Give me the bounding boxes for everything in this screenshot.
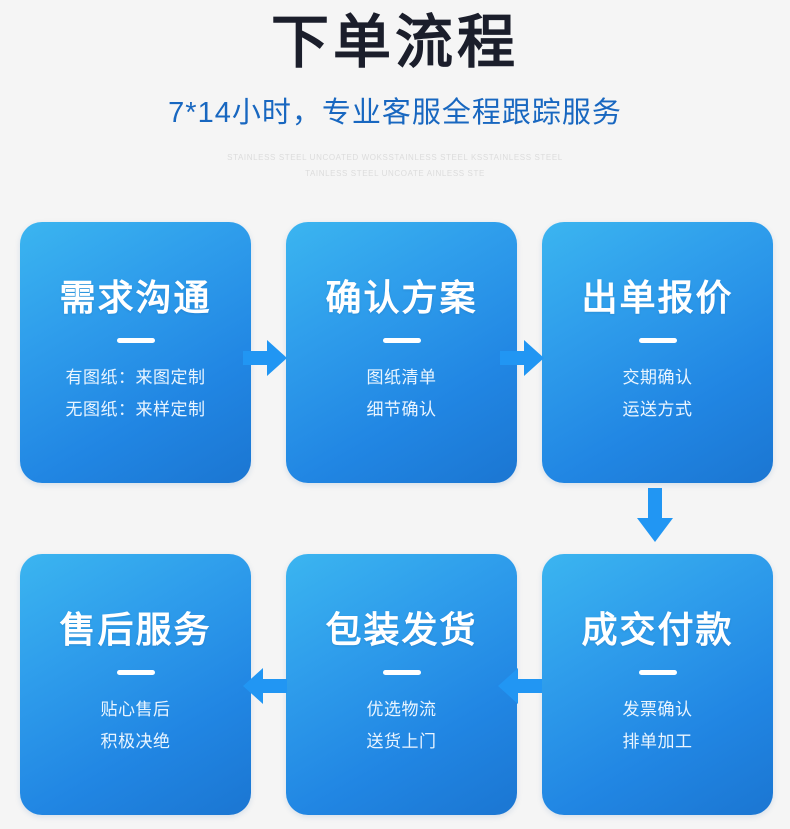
step-divider bbox=[382, 669, 421, 675]
step-detail: 无图纸：来样定制 bbox=[65, 399, 206, 419]
step-card-4[interactable]: 售后服务 贴心售后 积极决绝 bbox=[20, 554, 251, 815]
step-title: 需求沟通 bbox=[59, 276, 212, 318]
step-detail: 有图纸：来图定制 bbox=[65, 367, 206, 387]
page-title: 下单流程 bbox=[270, 10, 519, 75]
step-title: 出单报价 bbox=[581, 276, 734, 318]
arrow-left-icon bbox=[243, 668, 287, 704]
step-divider bbox=[638, 337, 677, 343]
step-title: 售后服务 bbox=[59, 608, 212, 650]
step-detail-list: 图纸清单 细节确认 bbox=[367, 362, 437, 426]
step-card-1[interactable]: 需求沟通 有图纸：来图定制 无图纸：来样定制 bbox=[20, 222, 251, 483]
step-title: 包装发货 bbox=[325, 608, 478, 650]
step-detail: 细节确认 bbox=[366, 399, 437, 419]
step-title: 成交付款 bbox=[581, 608, 734, 650]
step-detail: 发票确认 bbox=[622, 699, 693, 719]
step-card-5[interactable]: 包装发货 优选物流 送货上门 bbox=[286, 554, 517, 815]
arrow-left-icon bbox=[498, 668, 542, 704]
step-divider bbox=[116, 669, 155, 675]
decorative-english-text: STAINLESS STEEL UNCOATED WOKSSTAINLESS S… bbox=[0, 128, 790, 182]
step-detail: 送货上门 bbox=[366, 731, 437, 751]
step-title: 确认方案 bbox=[325, 276, 478, 318]
step-detail-list: 发票确认 排单加工 bbox=[623, 694, 693, 758]
step-divider bbox=[382, 337, 421, 343]
step-card-3[interactable]: 出单报价 交期确认 运送方式 bbox=[542, 222, 773, 483]
step-divider bbox=[116, 337, 155, 343]
english-line-2: TAINLESS STEEL UNCOATE AINLESS STE bbox=[305, 169, 485, 178]
step-detail: 积极决绝 bbox=[100, 731, 171, 751]
arrow-down-icon bbox=[637, 488, 673, 542]
step-detail: 图纸清单 bbox=[366, 367, 437, 387]
step-card-2[interactable]: 确认方案 图纸清单 细节确认 bbox=[286, 222, 517, 483]
step-detail-list: 交期确认 运送方式 bbox=[623, 362, 693, 426]
step-detail: 运送方式 bbox=[622, 399, 693, 419]
step-detail-list: 有图纸：来图定制 无图纸：来样定制 bbox=[66, 362, 206, 426]
arrow-right-icon bbox=[500, 340, 544, 376]
step-divider bbox=[638, 669, 677, 675]
arrow-right-icon bbox=[243, 340, 287, 376]
step-card-6[interactable]: 成交付款 发票确认 排单加工 bbox=[542, 554, 773, 815]
step-detail-list: 贴心售后 积极决绝 bbox=[101, 694, 171, 758]
header: 下单流程 7*14小时，专业客服全程跟踪服务 STAINLESS STEEL U… bbox=[0, 0, 790, 182]
page-subtitle: 7*14小时，专业客服全程跟踪服务 bbox=[168, 97, 622, 129]
step-detail: 排单加工 bbox=[622, 731, 693, 751]
step-detail: 交期确认 bbox=[622, 367, 693, 387]
step-detail-list: 优选物流 送货上门 bbox=[367, 694, 437, 758]
step-detail: 优选物流 bbox=[366, 699, 437, 719]
step-detail: 贴心售后 bbox=[100, 699, 171, 719]
english-line-1: STAINLESS STEEL UNCOATED WOKSSTAINLESS S… bbox=[227, 153, 563, 162]
